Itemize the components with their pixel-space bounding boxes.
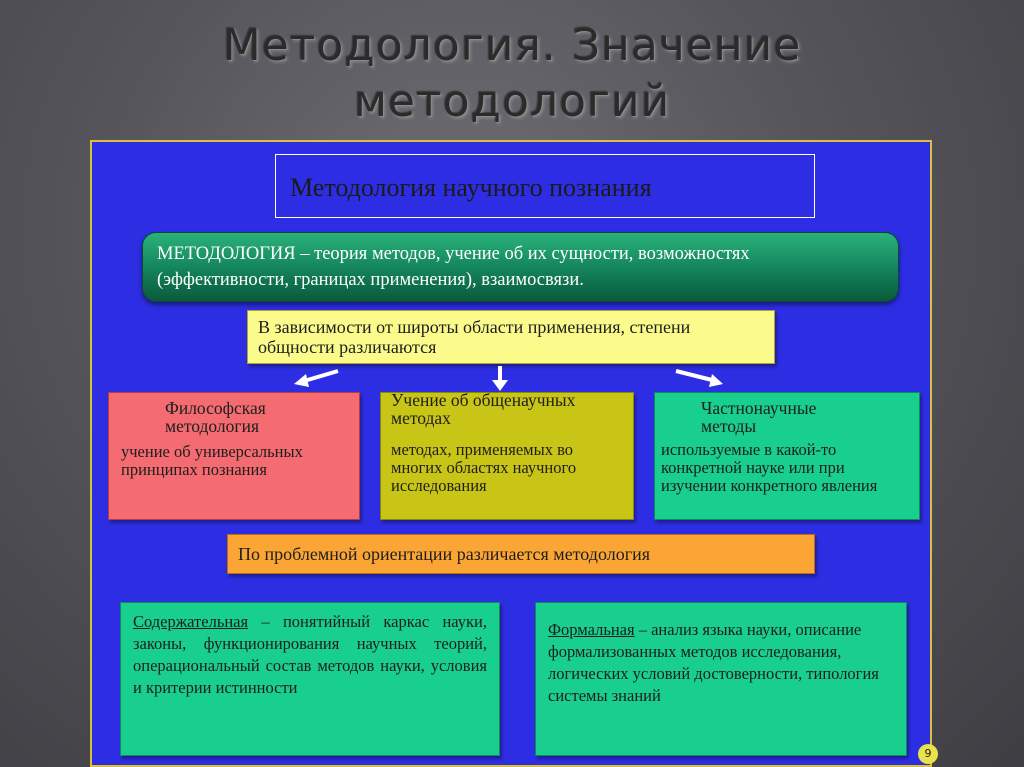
substantive-methodology-box: Содержательная – понятийный каркас науки… [120,602,500,756]
diagram-panel: Методология научного познания МЕТОДОЛОГИ… [90,140,938,767]
arrow-down-icon [492,366,508,391]
card-text: методах, применяемых во многих областях … [391,440,577,495]
card-text: используемые в какой-то конкретной науке… [661,440,878,495]
philosophical-methodology-card: Философская методология учение об универ… [108,392,360,520]
card-text: учение об универсальных принципах познан… [121,442,303,479]
card-title: Частнонаучные методы [701,398,817,436]
definition-term: МЕТОДОЛОГИЯ [157,244,296,264]
card-title: Философская методология [165,398,266,436]
specific-scientific-methods-card: Частнонаучные методы используемые в како… [654,392,920,520]
arrow-left-icon [294,369,339,387]
diagram-heading: Методология научного познания [275,154,815,218]
slide-title-line-1: Методология. Значение [222,20,802,71]
substantive-term: Содержательная [133,612,249,631]
slide-title-line-2: методологий [353,76,671,127]
arrow-right-icon [675,369,723,387]
definition-text: – теория методов, учение об их сущности,… [157,244,750,290]
general-scientific-methods-card: Учение об общенаучных методах методах, п… [380,390,634,520]
card-title: Учение об общенаучных методах [391,390,576,428]
orientation-note: По проблемной ориентации различается мет… [227,534,815,574]
formal-text: – анализ языка науки, описание формализо… [548,620,879,705]
formal-term: Формальная [548,620,635,639]
breadth-note: В зависимости от широты области применен… [247,310,775,364]
definition-box: МЕТОДОЛОГИЯ – теория методов, учение об … [142,232,899,302]
slide-title: Методология. Значение методологий [0,18,1024,130]
formal-methodology-box: Формальная – анализ языка науки, описани… [535,602,907,756]
substantive-text: – понятийный каркас науки, законы, функц… [133,612,487,697]
page-number-badge: 9 [918,744,938,764]
